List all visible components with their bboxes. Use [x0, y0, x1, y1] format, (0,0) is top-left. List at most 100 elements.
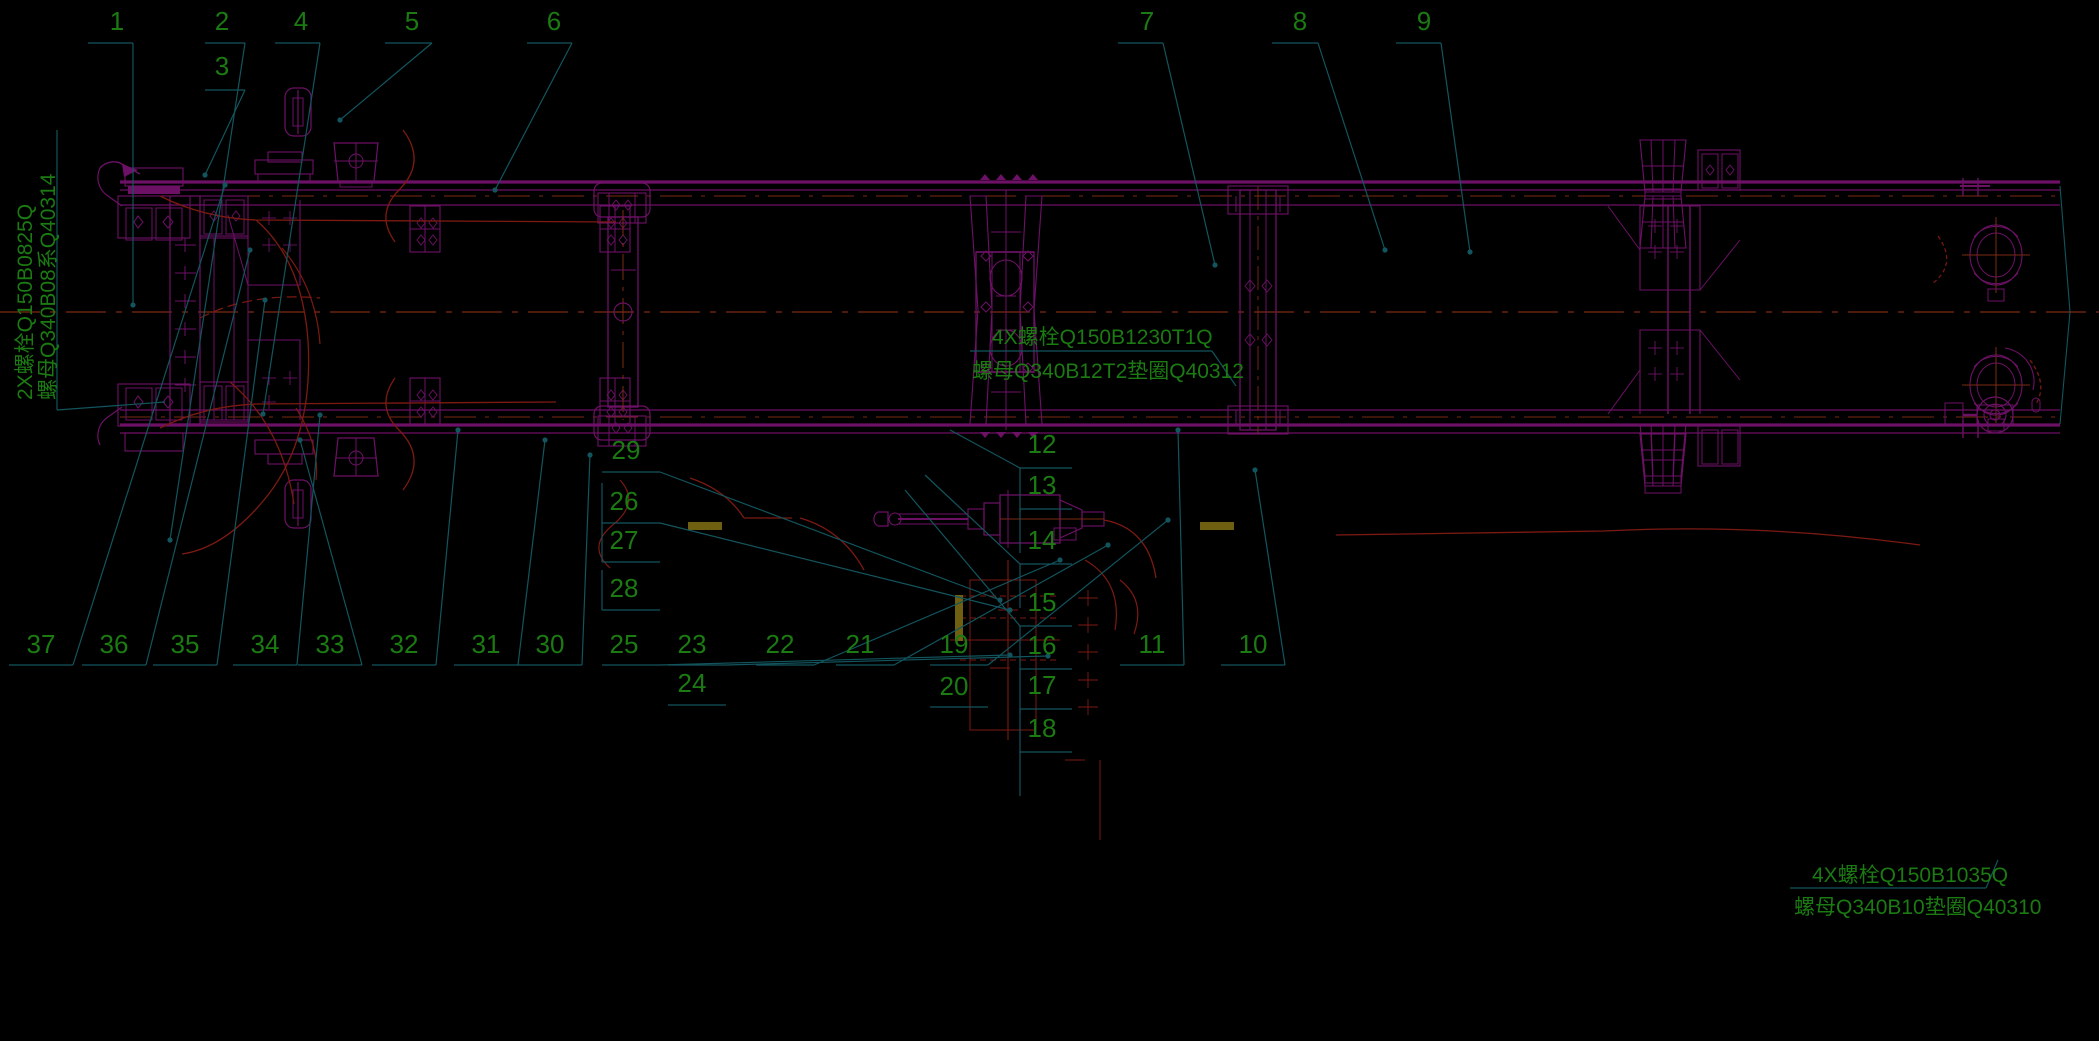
- callout-8[interactable]: 8: [1272, 6, 1388, 253]
- callout-26[interactable]: 26: [601, 483, 1013, 613]
- hydraulic-routing: [159, 129, 1948, 579]
- callout-14[interactable]: 14: [924, 474, 1072, 608]
- callout-15[interactable]: 15: [904, 489, 1072, 670]
- callout-23[interactable]: 23: [668, 629, 1051, 666]
- callout-22[interactable]: 22: [756, 557, 1063, 666]
- center-cross-member-left: [593, 182, 651, 447]
- callout-label-5: 5: [405, 6, 419, 36]
- callout-label-18: 18: [1028, 713, 1057, 743]
- callout-21[interactable]: 21: [836, 542, 1111, 666]
- callout-25[interactable]: 25: [602, 629, 1013, 666]
- callout-label-16: 16: [1028, 630, 1057, 660]
- annotation-left-vertical: 2X螺栓Q150B0825Q 螺母Q340B08系Q40314: [14, 130, 166, 411]
- hatch-swatch: [688, 522, 1234, 530]
- callout-label-7: 7: [1140, 6, 1154, 36]
- callout-37[interactable]: 37: [9, 182, 228, 666]
- callout-label-20: 20: [940, 671, 969, 701]
- callout-label-12: 12: [1028, 429, 1057, 459]
- callout-label-2: 2: [215, 6, 229, 36]
- center-note-line1: 4X螺栓Q150B1230T1Q: [992, 326, 1213, 349]
- callout-label-8: 8: [1293, 6, 1307, 36]
- right-end-assembly: [1944, 178, 2071, 438]
- callout-label-34: 34: [251, 629, 280, 659]
- annotation-bottom-right-note: 4X螺栓Q150B1035Q 螺母Q340B10垫圈Q40310: [1790, 859, 2041, 919]
- callout-label-15: 15: [1028, 587, 1057, 617]
- callout-label-19: 19: [940, 629, 969, 659]
- center-callout-group[interactable]: 29 26 27 28 25 23 24 22 21 19 20: [601, 435, 1171, 708]
- callout-20[interactable]: 20: [930, 671, 988, 708]
- callout-label-21: 21: [846, 629, 875, 659]
- center-actuator: [873, 490, 1105, 548]
- callout-3[interactable]: 3: [202, 51, 246, 178]
- callout-4[interactable]: 4: [260, 6, 321, 417]
- callout-label-17: 17: [1028, 670, 1057, 700]
- callout-18[interactable]: 18: [1019, 713, 1072, 796]
- callout-label-30: 30: [536, 629, 565, 659]
- callout-label-33: 33: [316, 629, 345, 659]
- callout-label-11: 11: [1139, 629, 1166, 659]
- callout-12[interactable]: 12: [949, 429, 1072, 512]
- annotation-center-note: 4X螺栓Q150B1230T1Q 螺母Q340B12T2垫圈Q40312: [970, 326, 1244, 387]
- callout-1[interactable]: 1: [88, 6, 136, 308]
- callout-label-13: 13: [1028, 470, 1057, 500]
- callout-label-24: 24: [678, 668, 707, 698]
- callout-7[interactable]: 7: [1118, 6, 1218, 268]
- callout-label-25: 25: [610, 629, 639, 659]
- callout-label-37: 37: [27, 629, 56, 659]
- callout-label-9: 9: [1417, 6, 1431, 36]
- callout-label-28: 28: [610, 573, 639, 603]
- accessory-brackets: [284, 87, 379, 529]
- callout-label-29: 29: [612, 435, 641, 465]
- callout-5[interactable]: 5: [337, 6, 433, 123]
- callout-34[interactable]: 34: [233, 412, 323, 666]
- left-end-assembly: [97, 161, 201, 452]
- callout-30[interactable]: 30: [518, 452, 593, 666]
- callout-label-31: 31: [472, 629, 501, 659]
- callout-36[interactable]: 36: [82, 247, 253, 666]
- callout-27[interactable]: 27: [601, 522, 660, 563]
- mid-bottom-detail-cluster: [950, 559, 1139, 840]
- left-note-line2: 螺母Q340B08系Q40314: [37, 173, 60, 400]
- callout-6[interactable]: 6: [492, 6, 573, 193]
- callout-label-26: 26: [610, 486, 639, 516]
- callout-33[interactable]: 33: [297, 437, 363, 666]
- callout-label-23: 23: [678, 629, 707, 659]
- right-tower-assembly: [1607, 139, 1741, 494]
- callout-label-36: 36: [100, 629, 129, 659]
- callout-2[interactable]: 2: [167, 6, 246, 543]
- bottom-right-note-line2: 螺母Q340B10垫圈Q40310: [1794, 896, 2041, 919]
- callout-label-27: 27: [610, 525, 639, 555]
- callout-label-35: 35: [171, 629, 200, 659]
- bottom-left-callout-group[interactable]: 37 36 35 34 33 32 31 30: [9, 182, 593, 666]
- callout-32[interactable]: 32: [372, 427, 461, 666]
- callout-label-6: 6: [547, 6, 561, 36]
- callout-13[interactable]: 13: [1019, 470, 1072, 553]
- callout-17[interactable]: 17: [1019, 670, 1072, 753]
- callout-label-3: 3: [215, 51, 229, 81]
- callout-31[interactable]: 31: [454, 437, 548, 666]
- bottom-right-callout-group[interactable]: 11 10: [1120, 427, 1286, 666]
- frame-rails: [0, 180, 2099, 434]
- callout-10[interactable]: 10: [1221, 467, 1286, 666]
- callout-label-32: 32: [390, 629, 419, 659]
- torsion-box-center: [969, 174, 1043, 438]
- callout-11[interactable]: 11: [1120, 427, 1185, 666]
- bottom-right-note-line1: 4X螺栓Q150B1035Q: [1812, 864, 2008, 887]
- callout-24[interactable]: 24: [668, 668, 726, 706]
- callout-35[interactable]: 35: [153, 297, 268, 666]
- right-vertical-member: [1227, 185, 1289, 435]
- callout-19[interactable]: 19: [930, 517, 1171, 666]
- callout-9[interactable]: 9: [1396, 6, 1473, 255]
- mount-pads: [409, 205, 631, 425]
- callout-label-1: 1: [110, 6, 124, 36]
- callout-16[interactable]: 16: [1019, 630, 1072, 713]
- callout-label-22: 22: [766, 629, 795, 659]
- center-note-line2: 螺母Q340B12T2垫圈Q40312: [972, 360, 1244, 383]
- callout-28[interactable]: 28: [601, 570, 660, 611]
- left-note-line1: 2X螺栓Q150B0825Q: [14, 204, 37, 400]
- callout-29[interactable]: 29: [602, 435, 1003, 603]
